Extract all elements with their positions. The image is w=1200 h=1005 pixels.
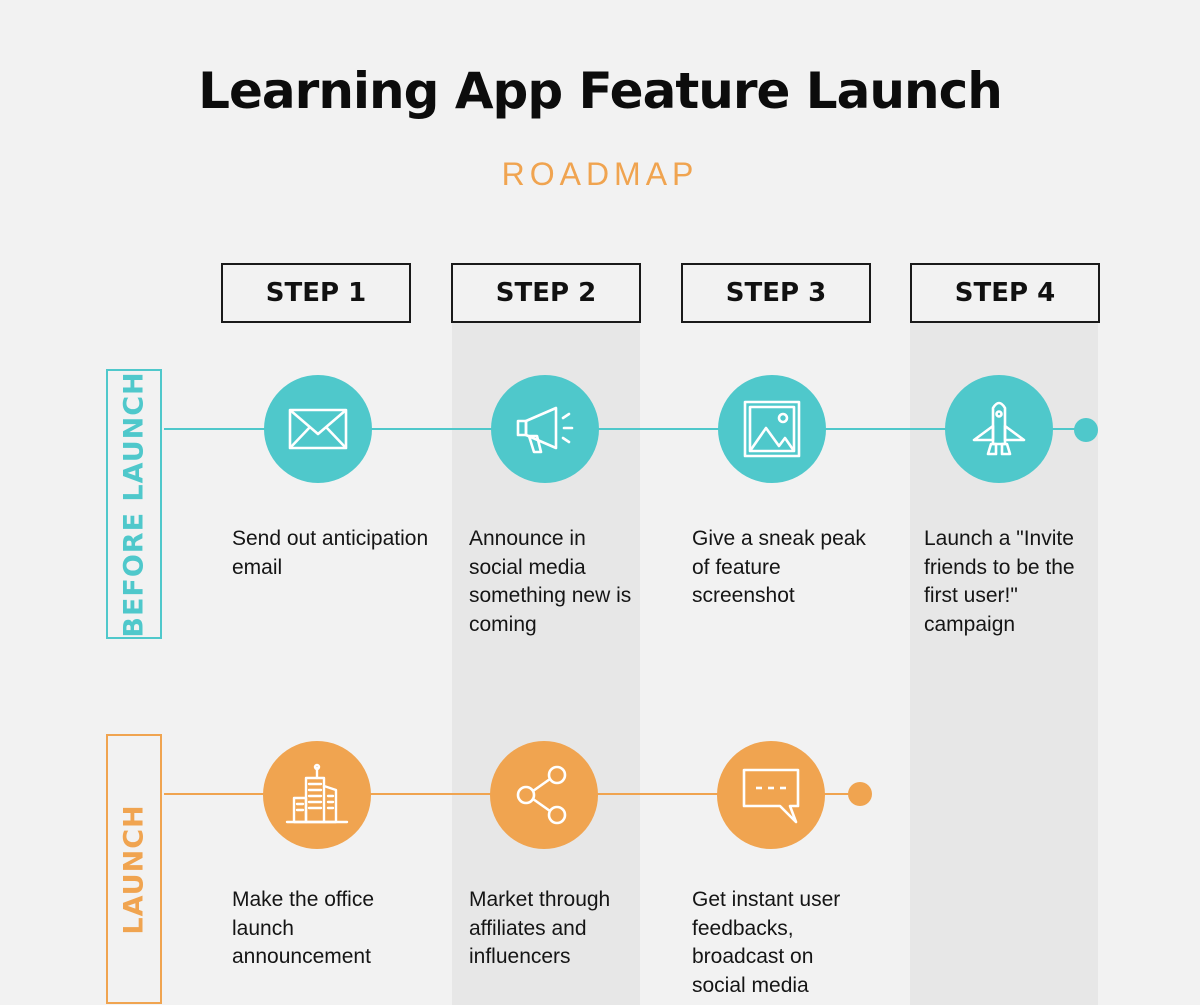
rocket-icon (972, 401, 1026, 456)
step-3-before-description: Give a sneak peak of feature screenshot (692, 527, 866, 607)
step-4-header: STEP 4 (910, 263, 1100, 323)
megaphone-icon (516, 406, 574, 454)
step-2-before-description: Announce in social media something new i… (469, 527, 632, 636)
step-3-launch-description: Get instant user feedbacks, broadcast on… (692, 888, 841, 997)
step-1-launch-circle (263, 741, 371, 849)
row-label-launch: LAUNCH (106, 734, 162, 1004)
step-2-launch-circle (490, 741, 598, 849)
before-launch-timeline-end (1074, 418, 1098, 442)
step-1-before-circle (264, 375, 372, 483)
step-1-before-description: Send out anticipation email (232, 527, 429, 579)
step-3-before-circle (718, 375, 826, 483)
image-icon (743, 400, 801, 458)
step-3-launch-circle (717, 741, 825, 849)
envelope-icon (288, 408, 348, 450)
step-4-before-description: Launch a "Invite friends to be the first… (924, 527, 1075, 636)
step-1-header: STEP 1 (221, 263, 411, 323)
step-2-header: STEP 2 (451, 263, 641, 323)
step-2-launch-description: Market through affiliates and influencer… (469, 888, 611, 968)
row-label-before-launch: BEFORE LAUNCH (106, 369, 162, 639)
row-label-before-launch-text: BEFORE LAUNCH (118, 370, 150, 638)
row-label-launch-text: LAUNCH (118, 803, 150, 935)
office-building-icon (285, 763, 349, 824)
step-3-header: STEP 3 (681, 263, 871, 323)
page-subtitle: ROADMAP (501, 156, 699, 192)
step-2-before-circle (491, 375, 599, 483)
step-4-before-circle (945, 375, 1053, 483)
step-1-launch-description: Make the office launch announcement (232, 888, 375, 968)
page-title: Learning App Feature Launch (198, 62, 1003, 120)
launch-timeline-end (848, 782, 872, 806)
share-icon (516, 765, 567, 825)
before-launch-timeline (164, 428, 1086, 430)
chat-bubble-icon (742, 768, 800, 824)
